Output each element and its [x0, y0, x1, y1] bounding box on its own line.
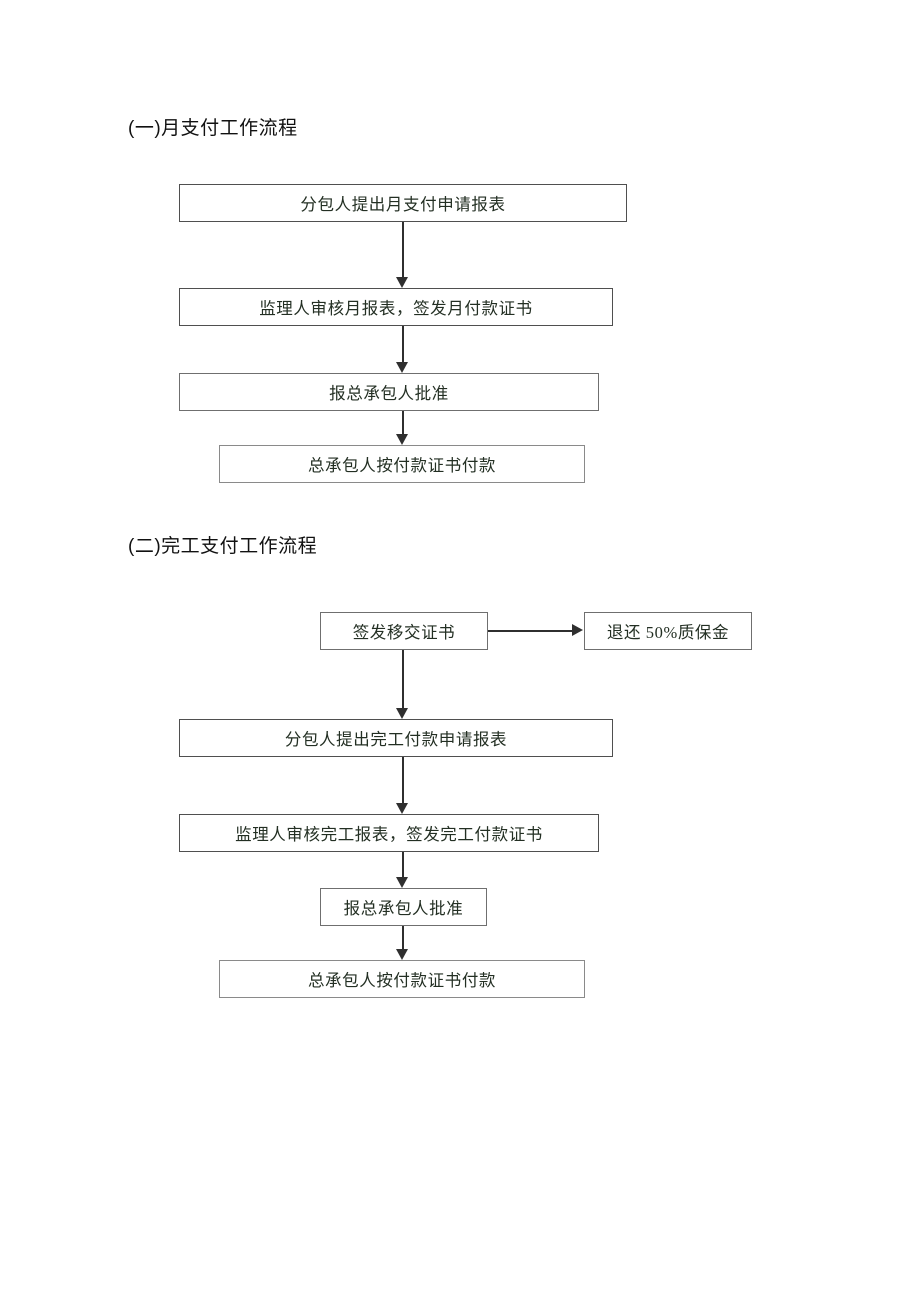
- arrowhead-down-review-submit: [396, 877, 408, 888]
- arrowhead-down-submit-pay: [396, 949, 408, 960]
- flow-node-issue-transfer-certificate: 签发移交证书: [320, 612, 488, 650]
- flow-node-supervisor-completion-review: 监理人审核完工报表，签发完工付款证书: [179, 814, 599, 852]
- flow-node-subcontractor-completion-application: 分包人提出完工付款申请报表: [179, 719, 613, 757]
- connector-line-m3-m4: [402, 411, 404, 434]
- connector-line-m2-m3: [402, 326, 404, 362]
- flow-node-report-to-general-contractor: 报总承包人批准: [179, 373, 599, 411]
- arrowhead-down-cert-apply: [396, 708, 408, 719]
- flow-node-general-contractor-pays: 总承包人按付款证书付款: [219, 445, 585, 483]
- connector-line-review-submit: [402, 852, 404, 877]
- connector-line-cert-refund: [488, 630, 572, 632]
- arrowhead-down-m1-m2: [396, 277, 408, 288]
- section-heading-monthly-payment: (一)月支付工作流程: [128, 118, 298, 139]
- flow-node-supervisor-monthly-review: 监理人审核月报表，签发月付款证书: [179, 288, 613, 326]
- arrowhead-down-m3-m4: [396, 434, 408, 445]
- section-heading-completion-payment: (二)完工支付工作流程: [128, 536, 318, 557]
- connector-line-submit-pay: [402, 926, 404, 949]
- arrowhead-right-cert-refund: [572, 624, 583, 636]
- flow-node-general-contractor-pays-completion: 总承包人按付款证书付款: [219, 960, 585, 998]
- connector-line-cert-apply: [402, 650, 404, 708]
- connector-line-m1-m2: [402, 222, 404, 277]
- arrowhead-down-apply-review: [396, 803, 408, 814]
- connector-line-apply-review: [402, 757, 404, 803]
- arrowhead-down-m2-m3: [396, 362, 408, 373]
- flow-node-refund-retention-money: 退还 50%质保金: [584, 612, 752, 650]
- flow-node-subcontractor-monthly-application: 分包人提出月支付申请报表: [179, 184, 627, 222]
- flow-node-report-to-general-contractor-completion: 报总承包人批准: [320, 888, 487, 926]
